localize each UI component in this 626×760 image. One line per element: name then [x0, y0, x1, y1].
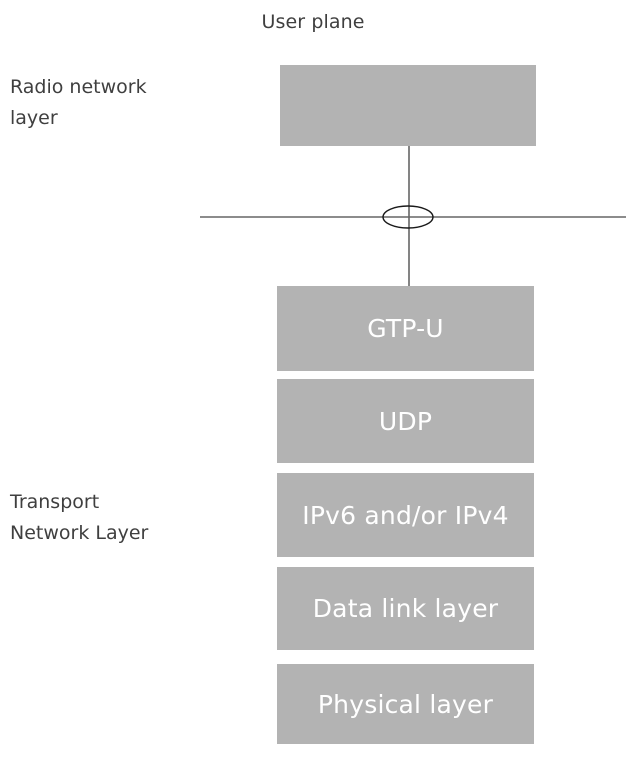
- udp-box: UDP: [277, 379, 534, 463]
- ellipse-interface-marker: [382, 205, 434, 229]
- radio-protocol-box: [280, 65, 536, 146]
- ip-box: IPv6 and/or IPv4: [277, 473, 534, 557]
- physical-box: Physical layer: [277, 664, 534, 744]
- radio-network-layer-label: Radio network layer: [10, 76, 147, 129]
- transport-network-layer-label: Transport Network Layer: [10, 491, 149, 544]
- datalink-box: Data link layer: [277, 567, 534, 650]
- page-title: User plane: [261, 11, 365, 33]
- gtpu-box: GTP-U: [277, 286, 534, 371]
